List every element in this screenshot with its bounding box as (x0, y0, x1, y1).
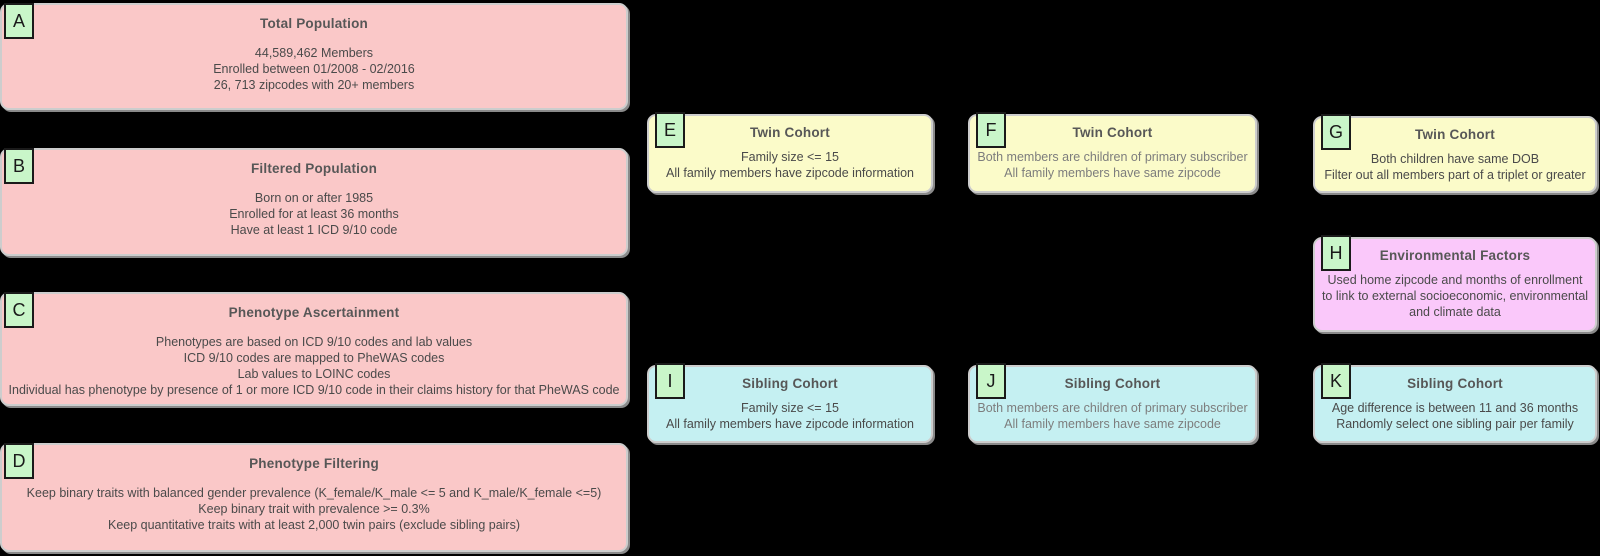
node-title: Twin Cohort (1415, 127, 1495, 142)
node-text-line: Have at least 1 ICD 9/10 code (230, 223, 398, 237)
node-text-line: Used home zipcode and months of enrollme… (1321, 273, 1589, 319)
node-label-badge-f: F (976, 112, 1006, 148)
node-twin-cohort-2: F Twin Cohort Both members are children … (968, 112, 1257, 193)
node-text-line: All family members have zipcode informat… (665, 166, 915, 180)
node-text-line: Family size <= 15 (741, 401, 839, 415)
node-label-badge-i: I (655, 363, 685, 399)
node-text-line: 44,589,462 Members (254, 46, 374, 60)
node-label-badge-c: C (4, 292, 34, 328)
node-sibling-cohort-1: I Sibling Cohort Family size <= 15 All f… (647, 363, 933, 443)
node-title: Environmental Factors (1379, 248, 1531, 263)
node-environmental-factors: H Environmental Factors Used home zipcod… (1313, 235, 1597, 332)
node-title: Sibling Cohort (742, 376, 838, 391)
node-text-line: Individual has phenotype by presence of … (8, 383, 620, 397)
node-label-badge-b: B (4, 148, 34, 184)
node-text-line: Both members are children of primary sub… (977, 150, 1248, 164)
node-text-line: Both children have same DOB (1370, 152, 1540, 166)
node-title: Sibling Cohort (1407, 376, 1503, 391)
node-total-population: A Total Population 44,589,462 Members En… (0, 3, 628, 110)
node-label-badge-e: E (655, 112, 685, 148)
node-text-line: Family size <= 15 (741, 150, 839, 164)
node-text-line: All family members have same zipcode (1004, 417, 1221, 431)
node-label-badge-a: A (4, 3, 34, 39)
node-title: Phenotype Filtering (249, 456, 379, 471)
node-text-line: All family members have zipcode informat… (665, 417, 915, 431)
node-text-line: Keep binary trait with prevalence >= 0.3… (198, 502, 430, 516)
node-text-line: Filter out all members part of a triplet… (1324, 168, 1586, 182)
node-label-badge-g: G (1321, 114, 1351, 150)
node-filtered-population: B Filtered Population Born on or after 1… (0, 148, 628, 256)
node-text-line: All family members have same zipcode (1004, 166, 1221, 180)
node-text-line: Keep binary traits with balanced gender … (26, 486, 602, 500)
node-text-line: Enrolled between 01/2008 - 02/2016 (213, 62, 415, 76)
node-label-badge-j: J (976, 363, 1006, 399)
node-twin-cohort-3: G Twin Cohort Both children have same DO… (1313, 114, 1597, 193)
node-sibling-cohort-3: K Sibling Cohort Age difference is betwe… (1313, 363, 1597, 443)
node-text-line: Age difference is between 11 and 36 mont… (1331, 401, 1579, 415)
node-text-line: ICD 9/10 codes are mapped to PheWAS code… (183, 351, 445, 365)
node-label-badge-h: H (1321, 235, 1351, 271)
node-label-badge-k: K (1321, 363, 1351, 399)
node-title: Twin Cohort (1072, 125, 1153, 140)
node-text-line: Both members are children of primary sub… (977, 401, 1248, 415)
node-text-line: Born on or after 1985 (254, 191, 374, 205)
node-phenotype-ascertainment: C Phenotype Ascertainment Phenotypes are… (0, 292, 628, 406)
node-text-line: Randomly select one sibling pair per fam… (1336, 417, 1574, 431)
node-title: Total Population (260, 16, 368, 31)
node-sibling-cohort-2: J Sibling Cohort Both members are childr… (968, 363, 1257, 443)
node-title: Phenotype Ascertainment (228, 305, 400, 320)
node-phenotype-filtering: D Phenotype Filtering Keep binary traits… (0, 443, 628, 552)
node-title: Twin Cohort (750, 125, 830, 140)
node-text-line: Phenotypes are based on ICD 9/10 codes a… (155, 335, 473, 349)
node-label-badge-d: D (4, 443, 34, 479)
node-title: Filtered Population (250, 161, 378, 176)
node-text-line: Keep quantitative traits with at least 2… (107, 518, 521, 532)
node-twin-cohort-1: E Twin Cohort Family size <= 15 All fami… (647, 112, 933, 193)
node-text-line: 26, 713 zipcodes with 20+ members (213, 78, 415, 92)
node-title: Sibling Cohort (1064, 376, 1161, 391)
node-text-line: Lab values to LOINC codes (237, 367, 391, 381)
node-text-line: Enrolled for at least 36 months (229, 207, 399, 221)
